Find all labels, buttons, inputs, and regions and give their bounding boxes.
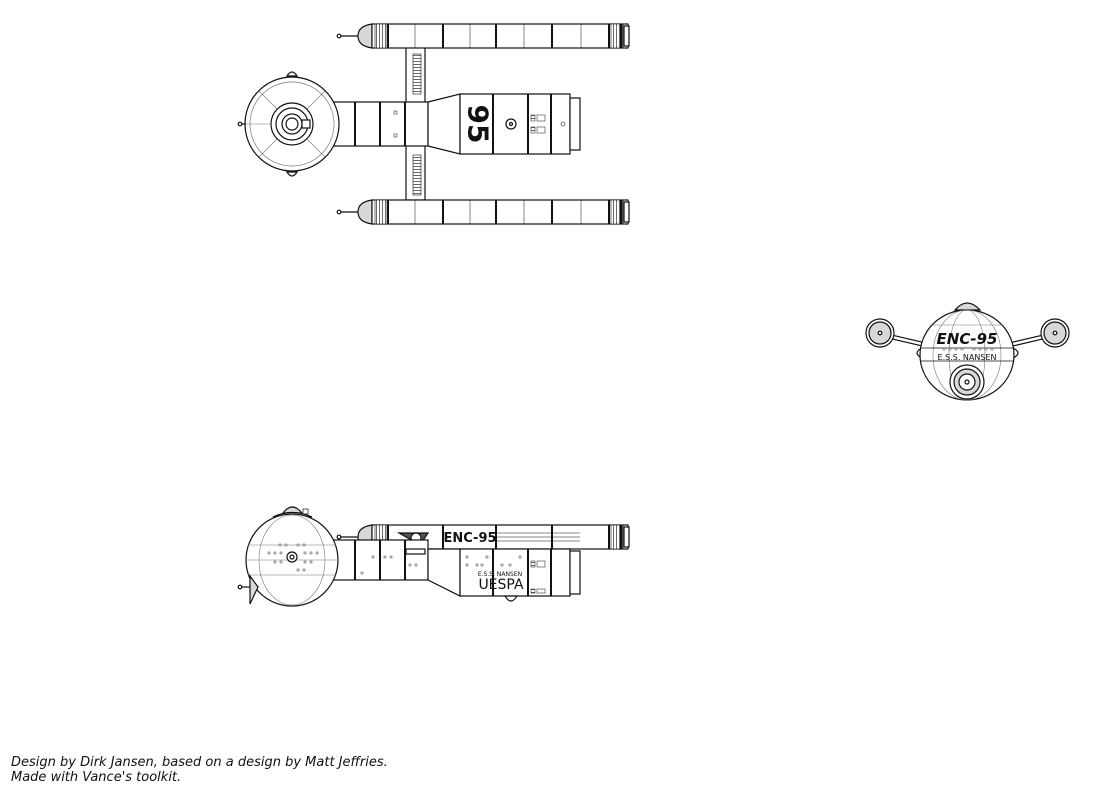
side-registry-text: ENC-95 xyxy=(443,531,496,546)
side-ship-name: E.S.S. NANSEN xyxy=(478,571,522,578)
front-registry-text: ENC-95 xyxy=(937,330,998,348)
credit-line-1: Design by Dirk Jansen, based on a design… xyxy=(11,755,388,770)
top-view xyxy=(237,23,630,225)
upper-nacelle xyxy=(336,23,630,49)
front-ship-name: E.S.S. NANSEN xyxy=(938,353,997,362)
side-agency-text: UESPA xyxy=(478,577,524,593)
saucer-top xyxy=(237,71,340,177)
side-view xyxy=(237,506,630,607)
lower-nacelle xyxy=(336,199,630,225)
top-hull-number: 95 xyxy=(462,105,495,144)
credit-line-2: Made with Vance's toolkit. xyxy=(11,770,182,785)
front-view xyxy=(865,302,1070,401)
